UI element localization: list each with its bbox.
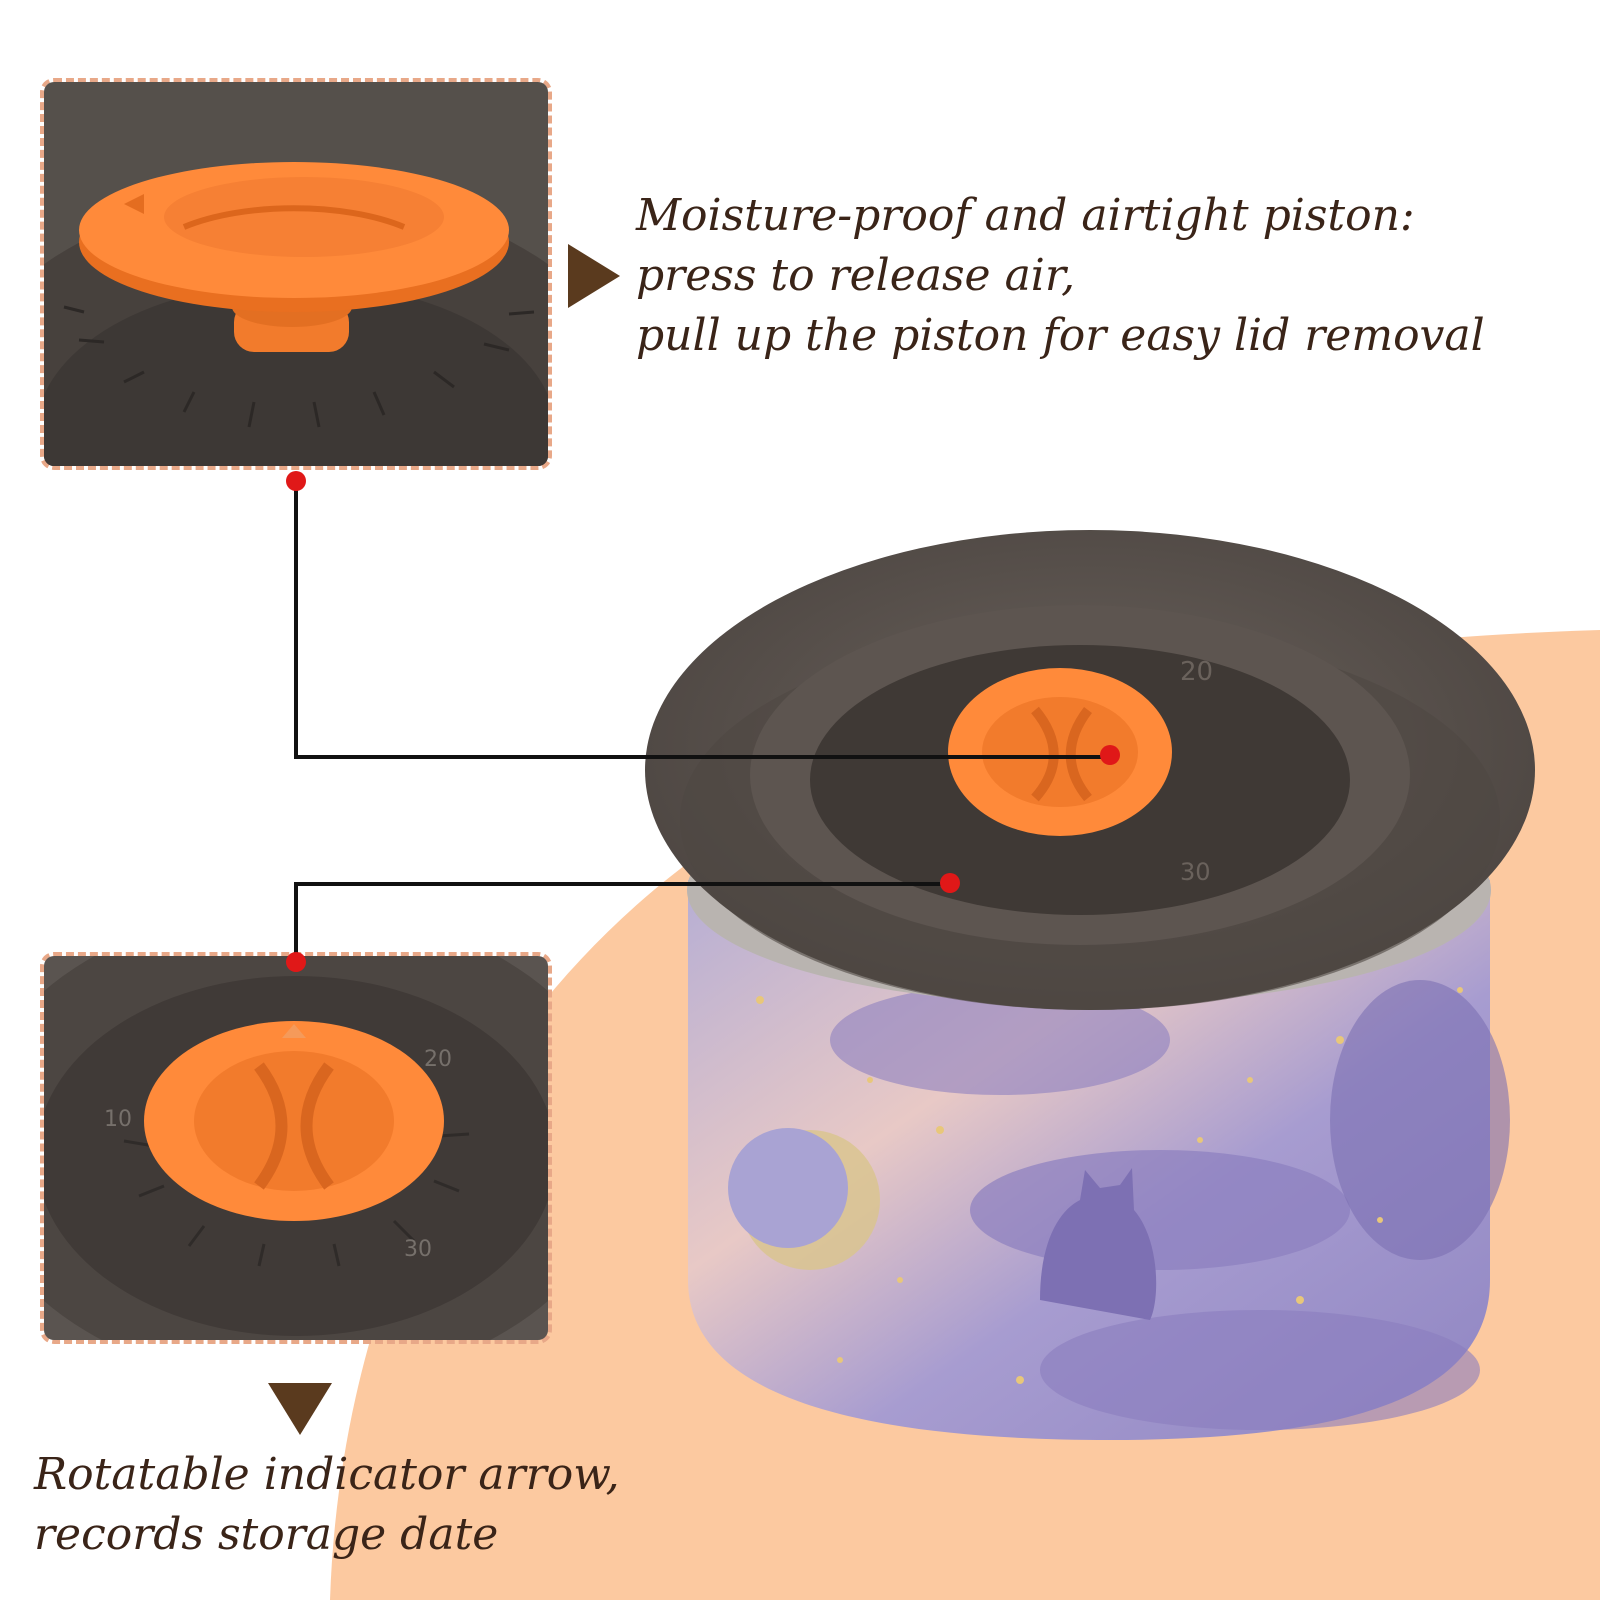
food-container-product: 20 30	[645, 530, 1535, 1440]
connector-dot	[1100, 745, 1120, 765]
dial-mark: 20	[424, 1047, 452, 1072]
indicator-caption: Rotatable indicator arrow, records stora…	[34, 1445, 620, 1565]
caption-line: records storage date	[34, 1509, 499, 1560]
right-pointer-triangle	[568, 244, 620, 308]
caption-line: pull up the piston for easy lid removal	[636, 310, 1485, 361]
dial-mark: 10	[104, 1107, 132, 1132]
caption-line: press to release air,	[636, 250, 1076, 301]
caption-line: Rotatable indicator arrow,	[34, 1449, 620, 1500]
connector-line	[294, 480, 298, 759]
connector-line	[294, 882, 950, 886]
down-pointer-triangle	[268, 1383, 332, 1435]
connector-line	[294, 755, 1110, 759]
dial-mark: 30	[1180, 858, 1211, 886]
indicator-closeup-inset: 20 10 30	[40, 952, 552, 1344]
caption-line: Moisture-proof and airtight piston:	[636, 190, 1415, 241]
dial-mark: 30	[404, 1237, 432, 1262]
connector-dot	[286, 471, 306, 491]
piston-caption: Moisture-proof and airtight piston: pres…	[636, 186, 1485, 366]
connector-line	[294, 882, 298, 962]
connector-dot	[286, 952, 306, 972]
connector-dot	[940, 873, 960, 893]
dial-mark: 20	[1180, 657, 1213, 687]
piston-closeup-inset	[40, 78, 552, 470]
